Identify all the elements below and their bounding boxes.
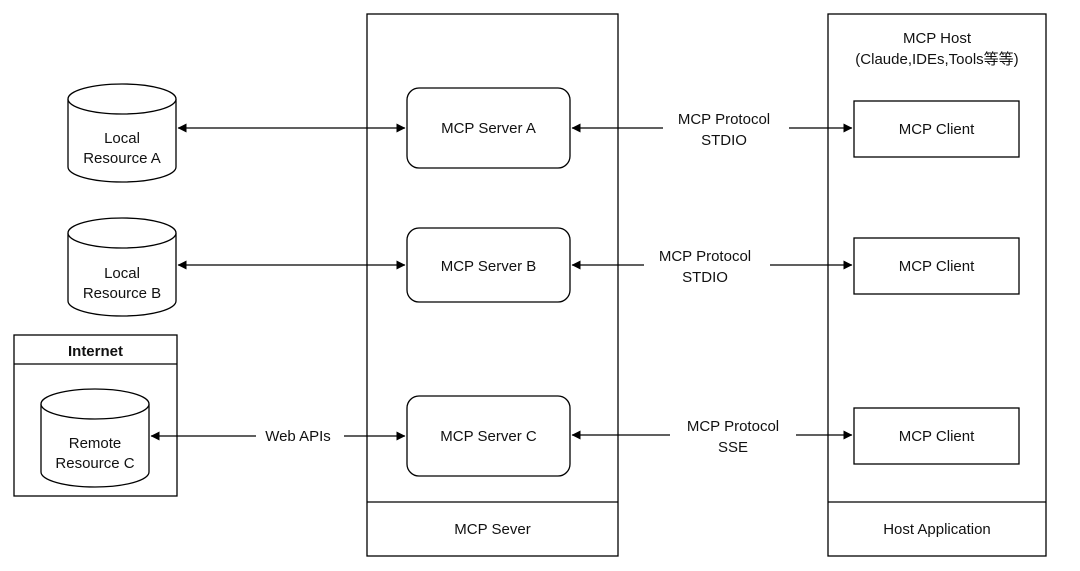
mcp-host-title: MCP Host — [903, 30, 972, 47]
local-resource-b: Local Resource B — [67, 217, 177, 317]
mcp-client-a-label: MCP Client — [899, 121, 975, 138]
host-lane-caption: Host Application — [883, 521, 991, 538]
protocol-a-line2: STDIO — [701, 132, 747, 149]
local-resource-a: Local Resource A — [67, 83, 177, 183]
mcp-client-c-label: MCP Client — [899, 428, 975, 445]
remote-resource-c-line2: Resource C — [55, 455, 134, 472]
protocol-c-line1: MCP Protocol — [687, 418, 779, 435]
mcp-server-a-label: MCP Server A — [441, 120, 536, 137]
local-resource-b-line2: Resource B — [83, 285, 161, 302]
protocol-b-line2: STDIO — [682, 269, 728, 286]
mcp-client-a: MCP Client — [853, 100, 1020, 158]
mcp-server-b: MCP Server B — [406, 227, 571, 303]
remote-resource-c: Remote Resource C — [40, 388, 150, 488]
mcp-client-b-label: MCP Client — [899, 258, 975, 275]
mcp-server-lane-caption: MCP Sever — [454, 521, 530, 538]
remote-resource-c-line1: Remote — [69, 435, 122, 452]
web-apis-label: Web APIs — [265, 428, 331, 445]
local-resource-b-line1: Local — [104, 265, 140, 282]
protocol-a-line1: MCP Protocol — [678, 111, 770, 128]
mcp-client-c: MCP Client — [853, 407, 1020, 465]
internet-title: Internet — [68, 343, 123, 360]
mcp-client-b: MCP Client — [853, 237, 1020, 295]
mcp-server-c: MCP Server C — [406, 395, 571, 477]
mcp-host-subtitle: (Claude,IDEs,Tools等等) — [855, 50, 1018, 68]
protocol-b-line1: MCP Protocol — [659, 248, 751, 265]
local-resource-a-line1: Local — [104, 130, 140, 147]
mcp-server-b-label: MCP Server B — [441, 258, 537, 275]
mcp-server-c-label: MCP Server C — [440, 428, 537, 445]
local-resource-a-line2: Resource A — [83, 150, 161, 167]
protocol-c-line2: SSE — [718, 439, 748, 456]
mcp-server-a: MCP Server A — [406, 87, 571, 169]
